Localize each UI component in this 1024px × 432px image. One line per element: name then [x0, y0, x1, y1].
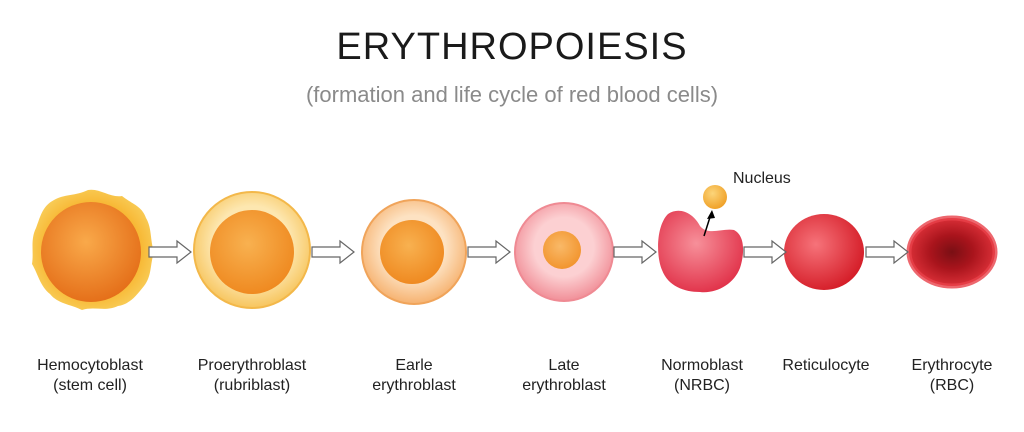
- erythrocyte-body: [909, 218, 995, 286]
- stage-arrow: [865, 239, 909, 265]
- stage-label-line2: (rubriblast): [213, 377, 291, 394]
- early-erythroblast-nucleus: [380, 220, 444, 284]
- stage-label: Reticulocyte: [746, 356, 906, 376]
- expelled-nucleus: [703, 185, 727, 209]
- stage-arrow: [743, 239, 787, 265]
- stage-label: Late erythroblast: [484, 356, 644, 396]
- stage-label-line2: (stem cell): [53, 377, 127, 394]
- stage-label-line1: Late: [548, 357, 580, 374]
- stage-label-line2: erythroblast: [372, 377, 456, 394]
- diagram-title: ERYTHROPOIESIS: [336, 26, 688, 68]
- stage-label-line1: Earle: [395, 357, 433, 374]
- nucleus-pointer-arrowhead: [707, 210, 715, 219]
- stage-label: Hemocytoblast (stem cell): [10, 356, 170, 396]
- erythrocyte-rim-highlight: [906, 215, 998, 289]
- stage-arrow: [467, 239, 511, 265]
- stage-label-line2: (NRBC): [674, 377, 730, 394]
- stage-arrows: [148, 239, 909, 265]
- stage-arrow: [613, 239, 657, 265]
- stage-label: Normoblast (NRBC): [622, 356, 782, 396]
- nucleus-label: Nucleus: [733, 170, 791, 187]
- reticulocyte-body: [784, 214, 864, 290]
- stage-label-line1: Normoblast: [661, 357, 743, 374]
- normoblast-body: [658, 210, 744, 293]
- stage-arrow: [311, 239, 355, 265]
- stage-label: Earle erythroblast: [334, 356, 494, 396]
- proerythroblast-nucleus: [210, 210, 294, 294]
- cell-normoblast: [658, 185, 744, 293]
- late-erythroblast-nucleus: [543, 231, 581, 269]
- stage-label: Proerythroblast (rubriblast): [172, 356, 332, 396]
- stage-label-line1: Reticulocyte: [782, 357, 870, 374]
- stage-label-line1: Hemocytoblast: [37, 357, 143, 374]
- cell-hemocytoblast: [32, 189, 154, 310]
- stage-label-line1: Proerythroblast: [197, 357, 307, 374]
- cell-erythrocyte: [906, 215, 998, 289]
- stage-label-line2: (RBC): [929, 377, 975, 394]
- stage-label-line2: erythroblast: [522, 377, 606, 394]
- stage-label-line1: Erythrocyte: [911, 357, 993, 374]
- stem-cell-nucleus: [41, 202, 141, 302]
- stage-arrow: [148, 239, 192, 265]
- cell-proerythroblast: [193, 191, 311, 309]
- cell-late-erythroblast: [514, 202, 614, 302]
- stage-label: Erythrocyte (RBC): [872, 356, 1024, 396]
- cell-reticulocyte: [784, 214, 864, 290]
- diagram-subtitle: (formation and life cycle of red blood c…: [305, 82, 719, 107]
- cell-early-erythroblast: [361, 199, 467, 305]
